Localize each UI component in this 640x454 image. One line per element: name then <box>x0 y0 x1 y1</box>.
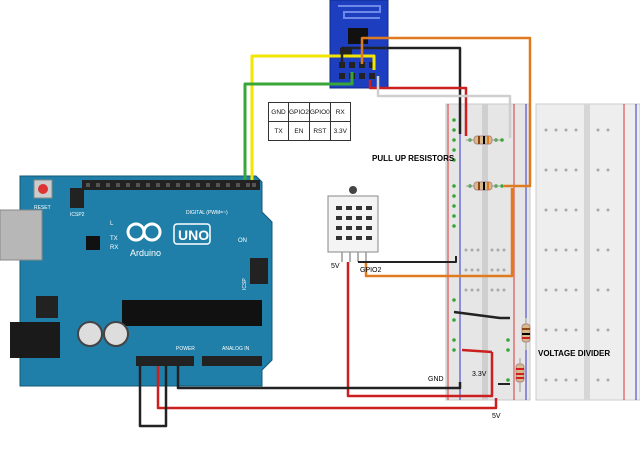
voltage-regulator <box>36 296 58 318</box>
capacitor-1 <box>77 321 103 347</box>
esp-antenna-trace <box>338 5 381 19</box>
pin-gpio2: GPIO2 <box>288 102 310 122</box>
dht-sensor <box>327 186 379 262</box>
wire-red-dht-5v <box>346 262 494 398</box>
uno-badge <box>173 223 211 245</box>
wire-black-divider <box>453 310 510 320</box>
capacitor-2 <box>103 321 129 347</box>
pin-table-row-bottom: TX EN RST 3.3V <box>268 121 351 141</box>
wire-red-divider <box>461 348 493 354</box>
dht-legs <box>341 252 367 262</box>
esp-pin-table: GND GPIO2 GPIO0 RX TX EN RST 3.3V <box>268 102 351 141</box>
pin-rx: RX <box>329 102 351 122</box>
pin-gnd: GND <box>268 102 289 122</box>
resistor-divider-1 <box>521 318 531 350</box>
icsp2-label: ICSP2 <box>70 212 85 218</box>
arduino-uno-board: UNO Arduino RESET ICSP2 DIGITAL (PWM=~) … <box>0 175 273 387</box>
breadboard-right-holes <box>544 128 610 382</box>
reset-button-cap <box>38 184 48 194</box>
arduino-brand: Arduino <box>130 248 161 258</box>
wire-red-arduino-5v <box>156 366 498 410</box>
gpio2-label: GPIO2 <box>360 267 382 274</box>
small-chip <box>86 236 100 250</box>
pin-rst: RST <box>308 121 331 141</box>
rx-label: RX <box>110 245 118 251</box>
analog-label: ANALOG IN <box>222 346 250 352</box>
esp01-module <box>329 0 389 89</box>
breadboard-left <box>445 103 531 401</box>
wire-white <box>376 76 512 138</box>
wires <box>138 36 532 428</box>
digital-header <box>82 180 260 190</box>
reset-label: RESET <box>34 205 51 211</box>
arduino-logo-icon <box>126 222 162 242</box>
atmega-chip <box>122 300 262 326</box>
power-label: POWER <box>176 346 195 352</box>
breadboard-center-channel <box>482 104 488 400</box>
pin-tx: TX <box>268 121 289 141</box>
breadboard-rail-lines <box>447 104 527 400</box>
digital-label: DIGITAL (PWM=~) <box>186 210 228 216</box>
gnd-label: GND <box>428 376 444 383</box>
icsp-label: ICSP <box>242 278 248 290</box>
pin-3v3: 3.3V <box>329 121 351 141</box>
power-header <box>136 356 194 366</box>
wire-orange-top <box>360 36 532 188</box>
sensor-5v-label: 5V <box>331 263 340 270</box>
breadboard-right-channel <box>584 104 590 400</box>
resistor-pullup-1 <box>466 135 500 145</box>
pin-gpio0: GPIO0 <box>308 102 331 122</box>
l-label: L <box>110 221 114 227</box>
wire-black-esp-gnd <box>340 46 462 134</box>
voltage-divider-label: VOLTAGE DIVIDER <box>538 349 610 358</box>
esp-flash <box>340 48 352 56</box>
pin-table-row-top: GND GPIO2 GPIO0 RX <box>268 102 351 122</box>
v33-label: 3.3V <box>472 371 487 378</box>
digital-header-holes <box>86 183 256 187</box>
bottom-5v-label: 5V <box>492 413 501 420</box>
breadboard-holes-green <box>452 118 510 382</box>
pull-up-resistors-label: PULL UP RESISTORS <box>372 154 455 163</box>
on-label: ON <box>238 238 247 244</box>
icsp-header <box>250 258 268 284</box>
dht-mount-hole <box>349 186 357 194</box>
tx-label: TX <box>110 236 118 242</box>
icsp2-header <box>70 188 84 208</box>
uno-label: UNO <box>178 227 209 243</box>
wire-yellow <box>250 54 376 180</box>
wire-black-dht <box>358 256 457 263</box>
analog-header <box>202 356 262 366</box>
wire-red-top <box>368 80 468 136</box>
esp-chip <box>348 28 368 44</box>
usb-connector <box>0 209 43 261</box>
wire-black-arduino-gnd-2 <box>176 366 462 390</box>
wire-orange-gpio2 <box>364 188 514 278</box>
pin-en: EN <box>288 121 310 141</box>
dht-grille <box>336 206 372 240</box>
breadboard-holes-grey <box>464 248 506 292</box>
resistor-pullup-2 <box>466 181 500 191</box>
power-jack <box>10 322 60 358</box>
wire-black-arduino-gnd-1 <box>138 366 168 428</box>
breadboard-right <box>535 103 640 401</box>
wire-green <box>243 72 354 180</box>
resistor-divider-2 <box>515 358 525 392</box>
